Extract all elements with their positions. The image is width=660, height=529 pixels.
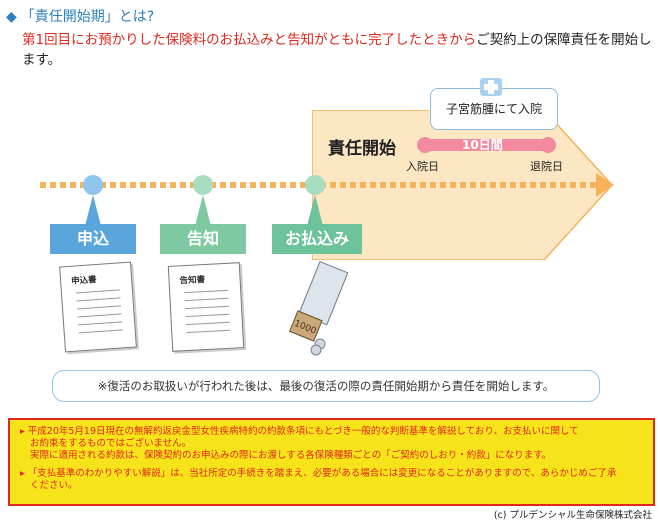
pointer-payment — [307, 195, 323, 226]
lead-red: 第1回目にお預かりした保険料のお払込みと告知がともに完了したときから — [22, 32, 477, 48]
title-text: 「責任開始期」とは? — [20, 9, 155, 25]
stage-application: 申込 — [50, 224, 136, 254]
bullet-arrow-icon: ▸ — [20, 468, 25, 479]
stage-payment: お払込み — [272, 224, 362, 254]
disclaimer-box: ▸平成20年5月19日現在の無解約返戻金型女性疾病特約の約款条項にもとづき一般的… — [8, 418, 655, 506]
lead-text: 第1回目にお預かりした保険料のお払込みと告知がともに完了したときからご契約上の保… — [22, 30, 654, 70]
disclosure-form-title: 告知書 — [179, 275, 206, 287]
bullet-arrow-icon: ▸ — [20, 426, 25, 437]
pointer-disclosure — [195, 195, 211, 226]
disclaimer-line-4: ▸「支払基準のわかりやすい解説」は、当社所定の手続きを踏まえ、必要がある場合には… — [20, 468, 617, 479]
admission-label: 入院日 — [406, 160, 439, 173]
hospital-stay-bar — [425, 139, 548, 151]
lead-black: ご契約上の保障責任を開始します。 — [22, 32, 652, 68]
timeline-dot-payment — [305, 175, 325, 195]
responsibility-start-label: 責任開始 — [328, 139, 396, 159]
timeline-dot-application — [83, 175, 103, 195]
timeline-dot-disclosure — [193, 175, 213, 195]
application-form-title: 申込書 — [70, 275, 97, 287]
revival-note: ※復活のお取扱いが行われた後は、最後の復活の際の責任開始期から責任を開始します。 — [52, 370, 600, 402]
timeline-arrowhead — [596, 173, 614, 197]
section-title: ◆「責任開始期」とは? — [6, 6, 154, 26]
disclaimer-line-3: 実際に適用される約款は、保険契約のお申込みの際にお渡しする各保険種類ごとの「ご契… — [30, 450, 552, 461]
stage-disclosure: 告知 — [160, 224, 246, 254]
stay-start-dot — [417, 137, 433, 153]
disclosure-form: 告知書 — [167, 262, 245, 352]
copyright: (c) プルデンシャル生命保険株式会社 — [493, 510, 652, 521]
disclaimer-line-2: お約束をするものではございません。 — [30, 438, 192, 449]
diamond-bullet-icon: ◆ — [6, 9, 17, 25]
stay-length-label: 10日間 — [462, 138, 503, 152]
stay-end-dot — [540, 137, 556, 153]
disclaimer-line-5: ください。 — [30, 480, 78, 491]
stage-pointers — [85, 195, 323, 226]
pointer-application — [85, 195, 101, 226]
disclaimer-line-1: ▸平成20年5月19日現在の無解約返戻金型女性疾病特約の約款条項にもとづき一般的… — [20, 426, 579, 437]
cross-horizontal — [484, 84, 498, 90]
payment-envelope-icon: 1000 — [288, 260, 349, 356]
application-form: 申込書 — [59, 261, 137, 353]
discharge-label: 退院日 — [530, 160, 563, 173]
